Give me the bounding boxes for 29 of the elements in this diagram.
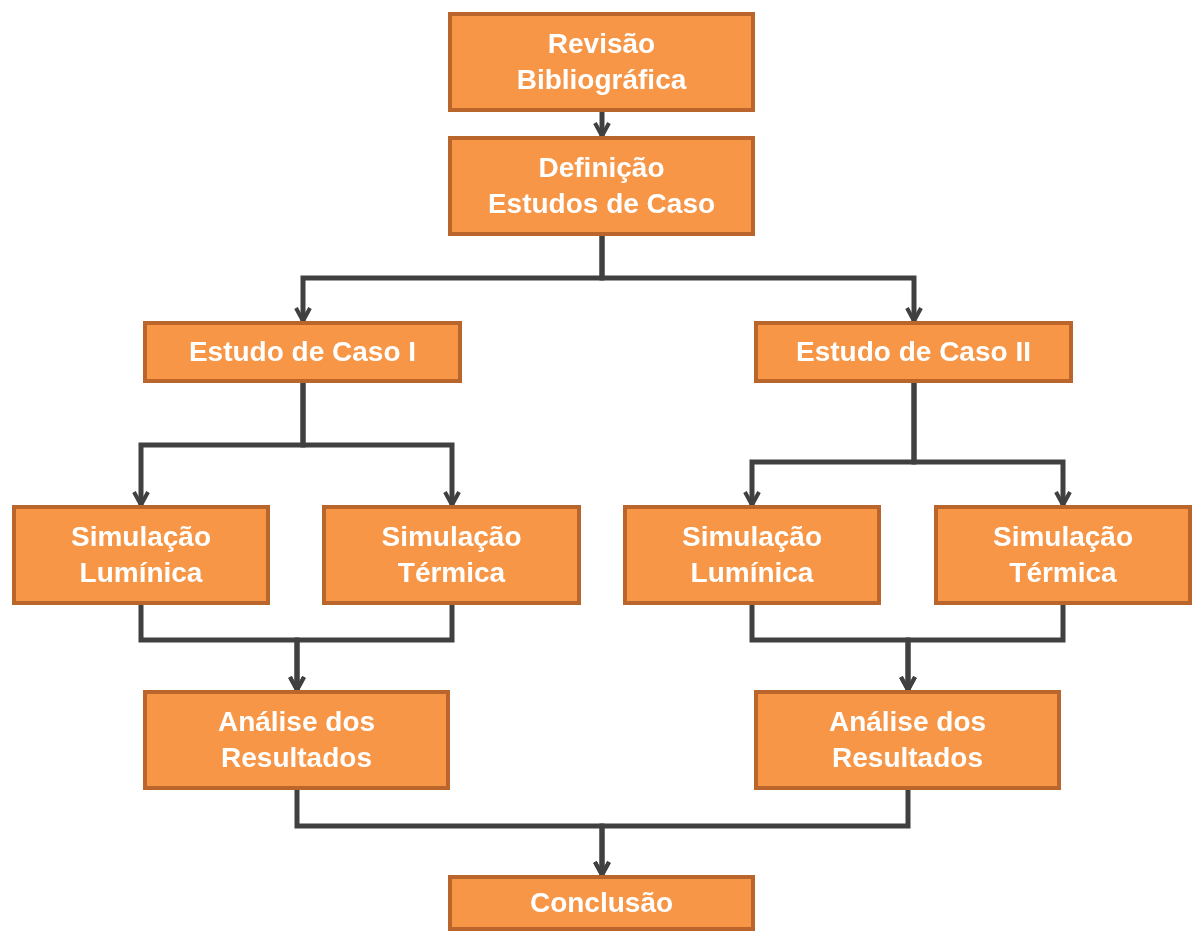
process-box — [143, 321, 462, 383]
process-box — [448, 875, 755, 931]
arrow — [593, 790, 911, 877]
box-label: Conclusão — [529, 886, 674, 920]
box-label: Simulação Lumínica — [680, 520, 824, 590]
process-box — [448, 136, 755, 236]
box-label: Estudo de Caso II — [796, 335, 1031, 369]
box-label: Estudo de Caso I — [188, 335, 417, 369]
process-box — [754, 321, 1073, 383]
process-box — [143, 690, 450, 790]
arrow — [288, 605, 455, 692]
process-box — [448, 12, 755, 112]
box-label: Definição Estudos de Caso — [486, 151, 717, 221]
arrow — [599, 236, 923, 323]
box-label: Análise dos Resultados — [827, 705, 988, 775]
process-box — [322, 505, 581, 605]
process-box — [12, 505, 270, 605]
process-box — [934, 505, 1192, 605]
box-label: Simulação Térmica — [991, 520, 1135, 590]
process-box — [754, 690, 1061, 790]
arrow — [300, 383, 461, 507]
box-label: Revisão Bibliográfica — [515, 27, 688, 97]
box-label: Análise dos Resultados — [216, 705, 377, 775]
arrow — [593, 112, 611, 138]
arrow — [911, 383, 1072, 507]
arrow — [899, 605, 1066, 692]
process-box — [623, 505, 881, 605]
box-label: Simulação Térmica — [380, 520, 523, 590]
box-label: Simulação Lumínica — [69, 520, 213, 590]
